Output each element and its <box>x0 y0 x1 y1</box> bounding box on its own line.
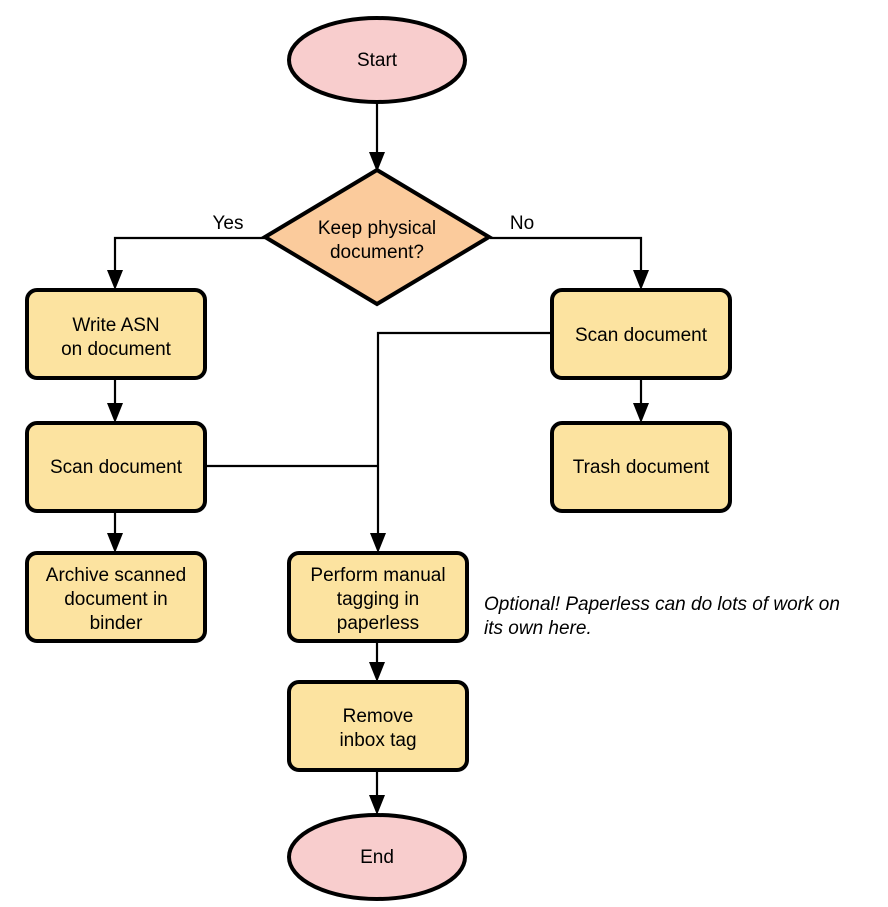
edge-start-to-decision <box>369 102 385 172</box>
node-scan-left-label-line1: Scan document <box>50 457 183 478</box>
arrowhead-icon <box>107 270 123 290</box>
node-remove-inbox-tag[interactable]: Remove inbox tag <box>287 680 469 772</box>
connectors-layer <box>107 102 649 815</box>
arrowhead-icon <box>369 662 385 682</box>
process-rect-shape[interactable] <box>287 551 469 643</box>
arrowhead-icon <box>107 403 123 423</box>
edge-line <box>490 236 643 281</box>
edge-remove-tag-to-end <box>369 770 385 815</box>
node-tagging-label-line2: tagging in <box>337 589 419 610</box>
arrowhead-icon <box>370 533 386 553</box>
node-decision-label-line1: Keep physical <box>318 218 436 239</box>
process-rect-shape[interactable] <box>550 421 732 513</box>
node-scan-right-label-line1: Scan document <box>575 325 708 346</box>
node-remove-tag-label-line1: Remove <box>343 706 414 727</box>
edge-line <box>376 331 552 544</box>
arrowhead-icon <box>369 795 385 815</box>
node-write-asn-on-document[interactable]: Write ASN on document <box>25 288 207 380</box>
process-rect-shape[interactable] <box>550 288 732 380</box>
annotation-line1: Optional! Paperless can do lots of work … <box>484 594 840 615</box>
end-ellipse-shape[interactable] <box>287 813 467 901</box>
node-trash-label-line1: Trash document <box>573 457 710 478</box>
start-ellipse-shape[interactable] <box>287 16 467 104</box>
node-tagging-label-line1: Perform manual <box>310 565 445 586</box>
node-write-asn-label-line2: on document <box>61 339 172 360</box>
process-rect-shape[interactable] <box>25 551 207 643</box>
process-rect-shape[interactable] <box>287 680 469 772</box>
edge-line <box>113 236 265 281</box>
node-decision-keep-physical-document[interactable]: Keep physical document? <box>261 167 493 307</box>
arrowhead-icon <box>633 270 649 290</box>
node-start-label: Start <box>357 50 398 71</box>
node-end-label: End <box>360 847 394 868</box>
node-scan-document-right[interactable]: Scan document <box>550 288 732 380</box>
node-scan-document-left[interactable]: Scan document <box>25 421 207 513</box>
edge-label-yes: Yes <box>213 213 244 234</box>
edge-tagging-to-remove-tag <box>369 641 385 682</box>
edge-scan-right-to-tagging <box>376 331 552 544</box>
node-decision-label-line2: document? <box>330 242 424 263</box>
edge-scan-right-to-trash <box>633 378 649 423</box>
node-remove-tag-label-line2: inbox tag <box>339 730 416 751</box>
node-archive-label-line2: document in <box>64 589 168 610</box>
node-trash-document[interactable]: Trash document <box>550 421 732 513</box>
process-rect-shape[interactable] <box>25 421 207 513</box>
edge-decision-to-write-asn <box>107 236 265 290</box>
process-rect-shape[interactable] <box>25 288 207 380</box>
edge-label-no: No <box>510 213 534 234</box>
edge-labels-layer: Yes No <box>213 213 535 234</box>
decision-diamond-shape[interactable] <box>261 167 493 307</box>
edge-decision-to-scan-right <box>490 236 649 290</box>
node-tagging-label-line3: paperless <box>337 613 419 634</box>
arrowhead-icon <box>633 403 649 423</box>
node-start[interactable]: Start <box>287 16 467 104</box>
edge-merge-arrowhead <box>370 533 386 553</box>
annotation-line2: its own here. <box>484 618 592 639</box>
node-archive-scanned-document[interactable]: Archive scanned document in binder <box>25 551 207 643</box>
node-perform-manual-tagging[interactable]: Perform manual tagging in paperless <box>287 551 469 643</box>
node-archive-label-line3: binder <box>90 613 143 634</box>
edge-scan-left-to-archive <box>107 511 123 553</box>
node-end[interactable]: End <box>287 813 467 901</box>
arrowhead-icon <box>107 533 123 553</box>
node-archive-label-line1: Archive scanned <box>46 565 186 586</box>
edge-write-asn-to-scan-left <box>107 378 123 423</box>
arrowhead-icon <box>369 152 385 172</box>
node-write-asn-label-line1: Write ASN <box>72 315 159 336</box>
annotation-optional-note: Optional! Paperless can do lots of work … <box>484 594 840 639</box>
